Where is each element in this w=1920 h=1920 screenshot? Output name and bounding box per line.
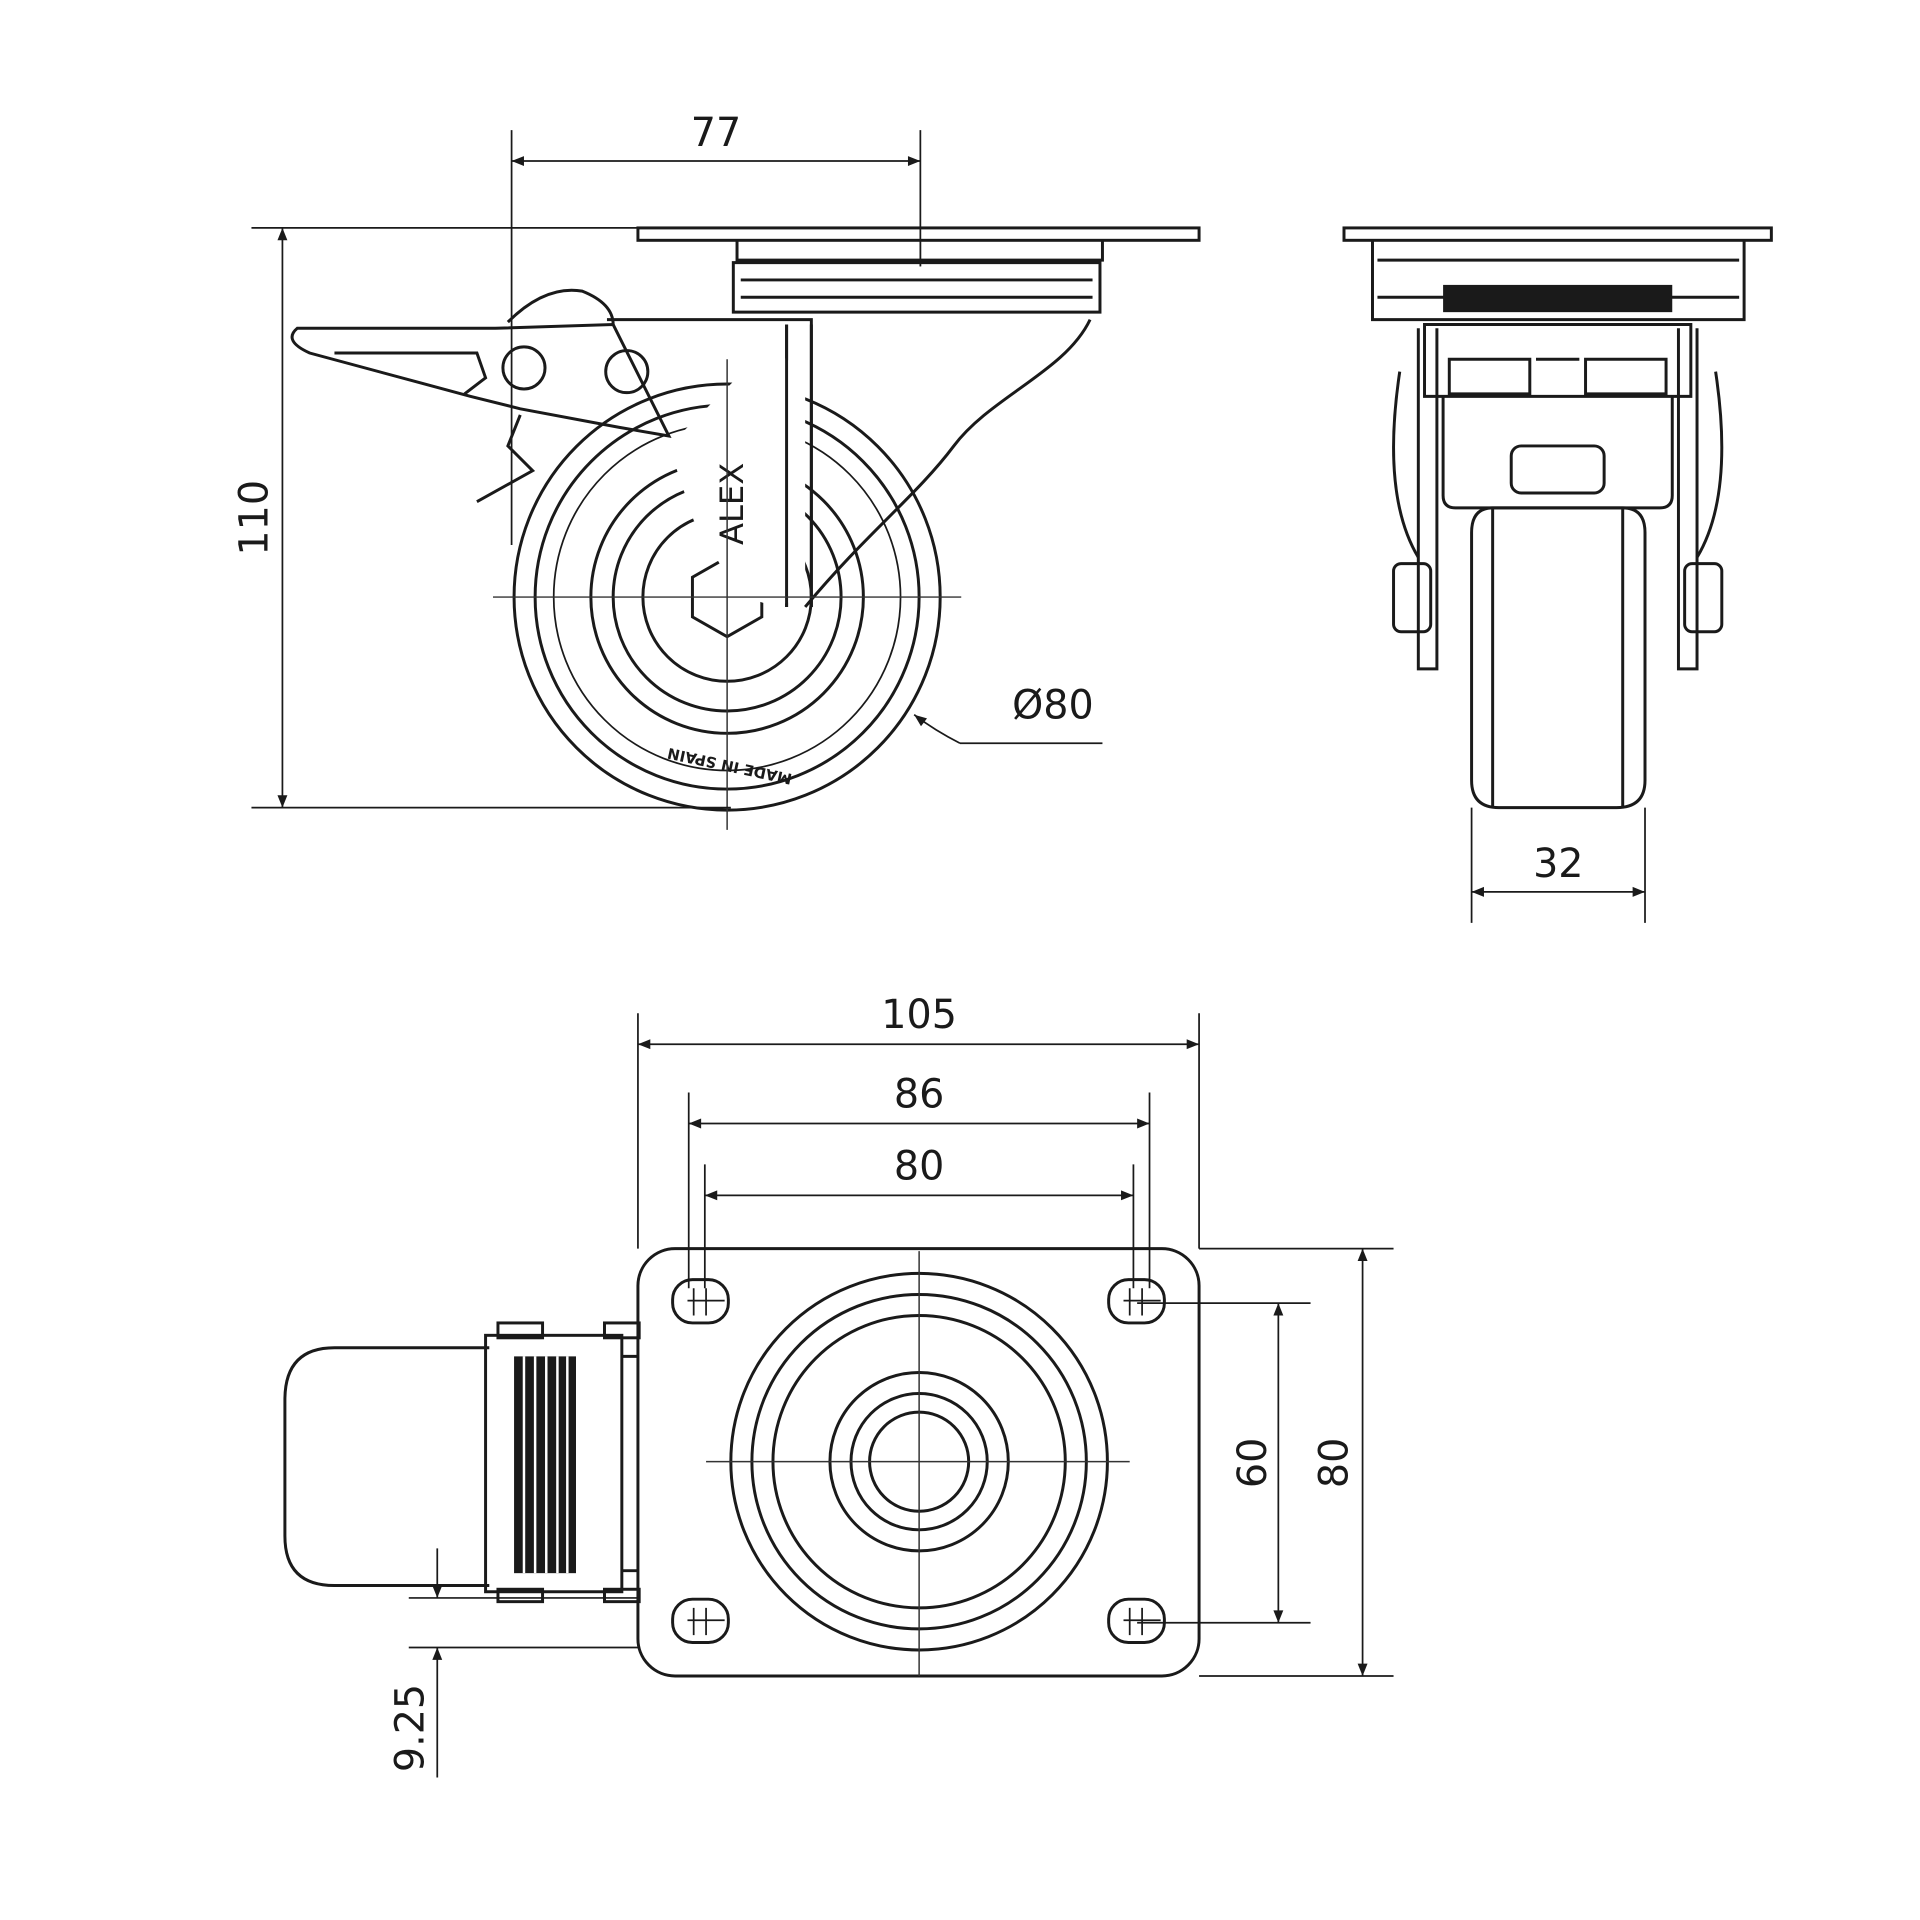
dim-hole-spacing-width: 60 (1230, 1438, 1276, 1488)
front-view: 32 (1342, 226, 1773, 923)
dim-brake-offset: 9.25 (388, 1684, 434, 1772)
mounting-slots (671, 1278, 1166, 1645)
dim-hole-spacing-inner: 80 (894, 1143, 944, 1189)
brake-lever (290, 288, 672, 503)
dim-swivel-offset: 77 (691, 110, 741, 156)
axle-nut-left (1392, 562, 1433, 634)
top-view: 105 86 80 60 80 9.25 (283, 992, 1394, 1778)
side-view: ALEX MADE IN SPAIN 77 110 Ø80 (232, 110, 1201, 830)
brand-mark: ALEX (713, 463, 751, 545)
dim-hole-spacing-outer: 86 (894, 1071, 944, 1117)
dim-overall-height: 110 (232, 480, 278, 556)
dim-plate-width: 80 (1312, 1438, 1358, 1488)
brake-pedal-top (283, 1321, 641, 1604)
dim-wheel-width: 32 (1533, 841, 1583, 887)
dim-plate-length: 105 (881, 992, 957, 1038)
dim-wheel-diameter: Ø80 (1012, 682, 1094, 728)
axle-nut-right (1683, 562, 1724, 634)
